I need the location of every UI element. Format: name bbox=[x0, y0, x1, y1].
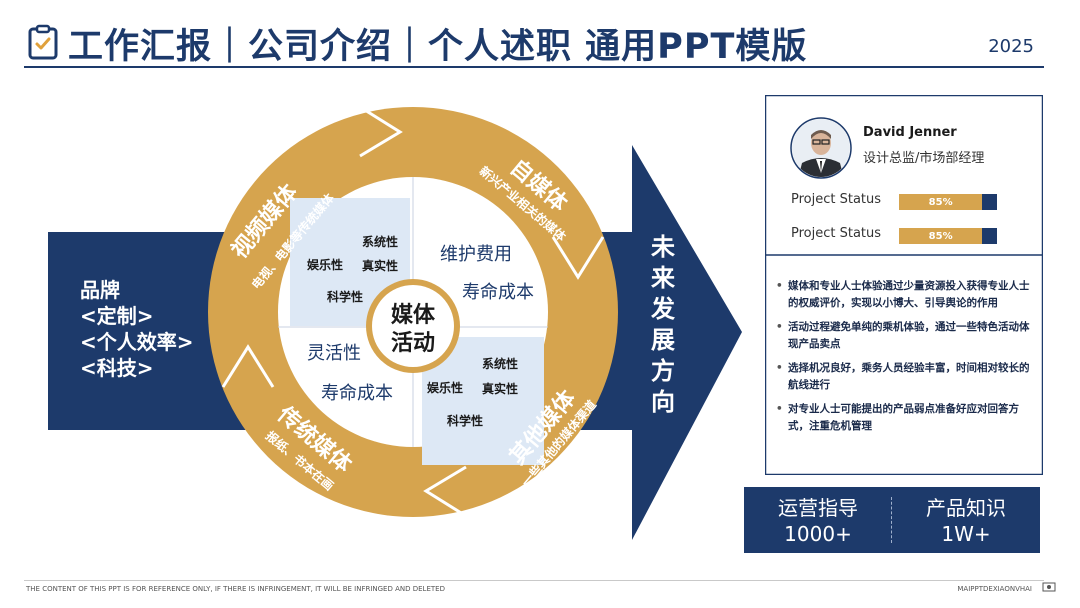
brand-line-2: <定制> bbox=[80, 304, 154, 328]
project-status-label-1: Project Status bbox=[791, 192, 882, 207]
person-avatar-icon bbox=[790, 117, 852, 179]
title-divider bbox=[24, 66, 1044, 68]
bullet-item: 媒体和专业人士体验通过少量资源投入获得专业人士的权威评价，实现以小博大、引导舆论… bbox=[772, 278, 1034, 312]
profile-name: David Jenner bbox=[863, 125, 957, 140]
bullet-item: 选择机况良好，乘务人员经验丰富，时间相对较长的航线进行 bbox=[772, 360, 1034, 394]
project-status-value-1: 85% bbox=[928, 196, 953, 208]
project-status-fill-2: 85% bbox=[899, 228, 983, 244]
q-br-word-4: 科学性 bbox=[447, 413, 483, 428]
bullet-item: 对专业人士可能提出的产品弱点准备好应对回答方式，注重危机管理 bbox=[772, 401, 1034, 435]
future-direction-char-2: 来 bbox=[651, 264, 675, 292]
project-status-value-2: 85% bbox=[928, 230, 953, 242]
center-line-2: 活动 bbox=[391, 331, 435, 356]
footer-disclaimer: THE CONTENT OF THIS PPT IS FOR REFERENCE… bbox=[26, 585, 445, 593]
year-label: 2025 bbox=[988, 36, 1034, 57]
future-direction-char-4: 展 bbox=[651, 326, 675, 354]
q-tl-word-1: 系统性 bbox=[362, 234, 398, 249]
bullet-item: 活动过程避免单纯的乘机体验，通过一些特色活动体现产品卖点 bbox=[772, 319, 1034, 353]
q-tr-word-1: 维护费用 bbox=[440, 244, 512, 265]
clipboard-check-icon bbox=[28, 24, 58, 60]
q-br-word-3: 真实性 bbox=[482, 381, 518, 396]
project-status-bar-2: 85% bbox=[899, 228, 997, 244]
q-tl-word-4: 科学性 bbox=[327, 289, 363, 304]
q-br-word-2: 娱乐性 bbox=[427, 380, 463, 395]
footer-brand: MAIPPTDEXIAONVHAI bbox=[957, 585, 1032, 593]
q-bl-word-2: 寿命成本 bbox=[321, 383, 393, 404]
profile-role: 设计总监/市场部经理 bbox=[863, 151, 985, 166]
stat-label: 产品知识 bbox=[926, 496, 1006, 520]
future-direction-char-6: 向 bbox=[651, 388, 675, 416]
future-direction-char-3: 发 bbox=[651, 295, 675, 323]
future-direction-char-5: 方 bbox=[651, 357, 675, 385]
project-status-fill-1: 85% bbox=[899, 194, 983, 210]
brand-line-4: <科技> bbox=[80, 356, 154, 380]
stat-value: 1000+ bbox=[784, 522, 852, 546]
stat-operations: 运营指导 1000+ bbox=[744, 495, 892, 547]
slide-title: 工作汇报｜公司介绍｜个人述职 通用PPT模版 bbox=[68, 27, 808, 67]
q-br-word-1: 系统性 bbox=[482, 356, 518, 371]
screen-icon bbox=[1042, 582, 1056, 592]
stat-product-knowledge: 产品知识 1W+ bbox=[892, 495, 1040, 547]
q-tl-word-3: 真实性 bbox=[362, 258, 398, 273]
brand-block: 品牌 <定制> <个人效率> <科技> bbox=[80, 277, 194, 381]
brand-line-1: 品牌 bbox=[80, 278, 120, 302]
brand-line-3: <个人效率> bbox=[80, 330, 194, 354]
q-tl-word-2: 娱乐性 bbox=[307, 257, 343, 272]
stat-value: 1W+ bbox=[941, 522, 991, 546]
stats-divider bbox=[891, 497, 892, 543]
q-tr-word-2: 寿命成本 bbox=[462, 282, 534, 303]
future-direction-char-1: 未 bbox=[651, 233, 675, 261]
future-direction-text: 未来发展方向 bbox=[643, 232, 683, 418]
stats-bar: 运营指导 1000+ 产品知识 1W+ bbox=[744, 487, 1040, 553]
center-line-1: 媒体 bbox=[391, 302, 436, 328]
stat-label: 运营指导 bbox=[778, 496, 858, 520]
project-status-label-2: Project Status bbox=[791, 226, 882, 241]
profile-bullet-list: 媒体和专业人士体验通过少量资源投入获得专业人士的权威评价，实现以小博大、引导舆论… bbox=[772, 278, 1034, 442]
project-status-bar-1: 85% bbox=[899, 194, 997, 210]
q-bl-word-1: 灵活性 bbox=[307, 343, 361, 364]
footer-divider bbox=[24, 580, 1044, 581]
